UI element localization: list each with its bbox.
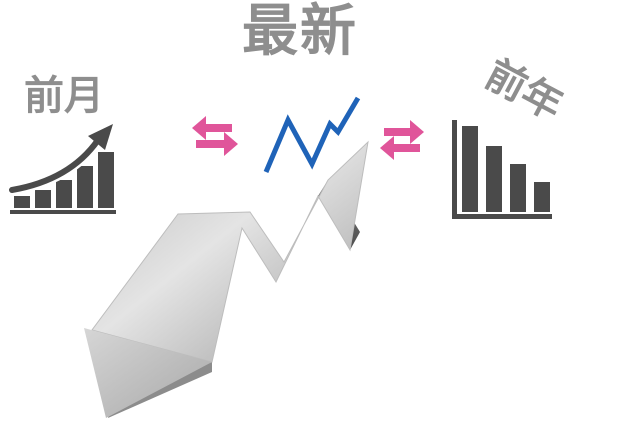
zigzag-down-arrow xyxy=(84,140,369,418)
previous-month-label: 前月 xyxy=(24,73,104,119)
rising-bar-chart-icon xyxy=(6,124,116,214)
latest-label: 最新 xyxy=(242,0,358,64)
exchange-arrows-icon-right xyxy=(380,120,424,160)
zigzag-line-chart-icon xyxy=(263,96,361,173)
exchange-arrows-icon-left xyxy=(192,116,238,156)
declining-bar-chart-icon xyxy=(452,120,552,219)
arrow-head xyxy=(84,328,212,418)
arrow-head-edge xyxy=(108,362,212,418)
arrow-body xyxy=(91,140,369,363)
